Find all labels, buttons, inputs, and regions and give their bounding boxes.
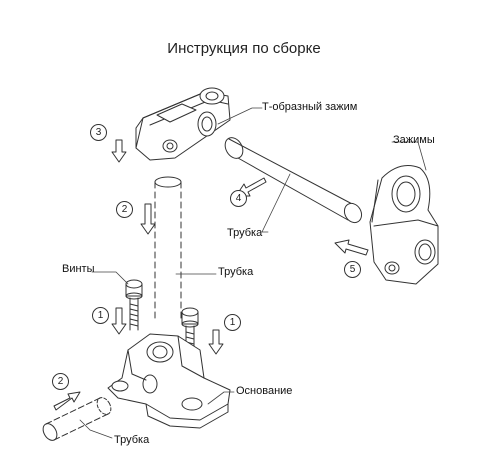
clamp-part <box>369 165 439 285</box>
step-1-left-badge: 1 <box>92 307 109 324</box>
step-2-top-badge: 2 <box>116 201 133 218</box>
arrow-step2-bottom <box>53 391 81 411</box>
page-title: Инструкция по сборке <box>167 40 321 57</box>
screw-left <box>125 279 143 331</box>
arrow-step2-top <box>140 203 156 235</box>
tube-diagonal <box>224 137 363 224</box>
arrow-step1-left <box>111 307 127 335</box>
screws-label: Винты <box>62 263 95 275</box>
arrow-step5 <box>334 239 369 256</box>
step-5-badge: 5 <box>344 261 361 278</box>
tube-vertical <box>154 176 182 319</box>
tube-bottom-label: Трубка <box>114 434 150 446</box>
step-1-right-badge: 1 <box>224 314 241 331</box>
t-clamp-label: Т-образный зажим <box>262 101 358 113</box>
arrow-step3 <box>111 139 127 163</box>
base-part <box>107 333 231 429</box>
arrow-step1-right <box>208 329 224 355</box>
step-4-badge: 4 <box>230 190 247 207</box>
step-3-badge: 3 <box>90 124 107 141</box>
tube-diagonal-label: Трубка <box>227 227 263 239</box>
base-label: Основание <box>236 385 293 397</box>
step-2-bottom-badge: 2 <box>52 373 69 390</box>
clamps-label: Зажимы <box>393 134 435 146</box>
tube-vertical-label: Трубка <box>218 266 254 278</box>
t-clamp-part <box>135 87 231 161</box>
tube-bottom <box>42 397 112 441</box>
leader-lines <box>79 107 427 439</box>
